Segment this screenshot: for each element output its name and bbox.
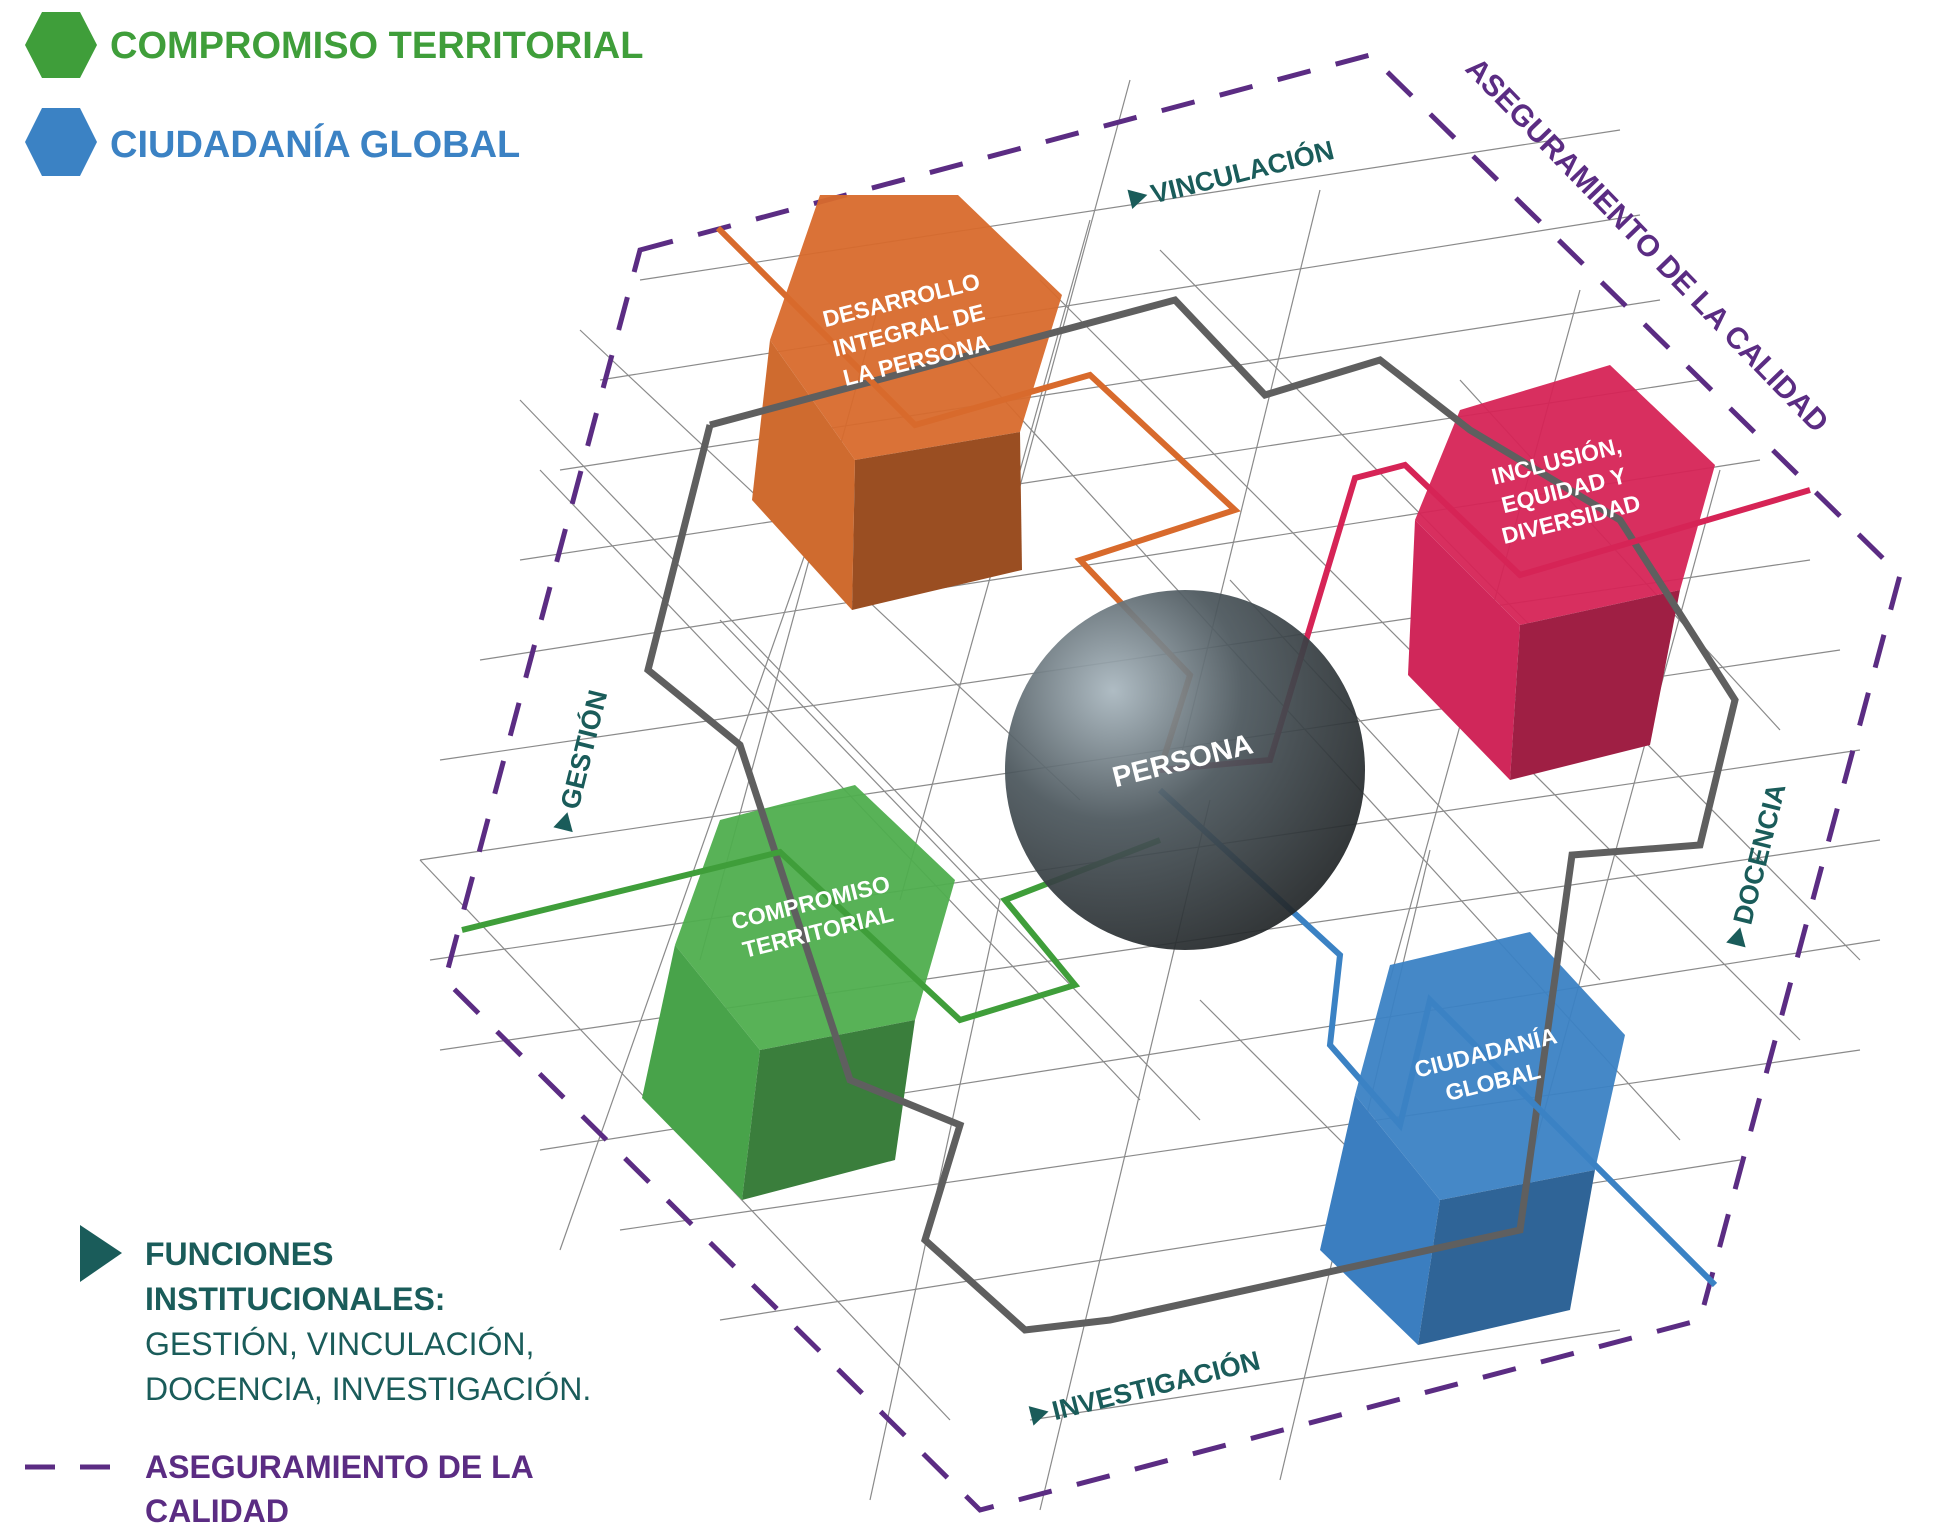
funciones-list-2: DOCENCIA, INVESTIGACIÓN.	[145, 1371, 591, 1407]
gestion-function: GESTIÓN	[553, 687, 613, 833]
block-desarrollo	[752, 195, 1062, 610]
block-ciudadania	[1320, 932, 1625, 1345]
funciones-list-1: GESTIÓN, VINCULACIÓN,	[145, 1326, 534, 1362]
block-compromiso	[642, 785, 955, 1200]
funciones-arrow-icon	[80, 1225, 122, 1282]
gestion-arrow-icon	[553, 812, 573, 833]
ciudadania-hexagon-icon	[25, 108, 97, 176]
investigacion-function: INVESTIGACIÓN	[1028, 1344, 1263, 1426]
docencia-arrow-icon	[1726, 927, 1746, 948]
legend-compromiso: COMPROMISO TERRITORIAL	[110, 25, 643, 67]
docencia-function: DOCENCIA	[1726, 780, 1792, 948]
gray-route	[644, 296, 1739, 1334]
blue-route	[1157, 787, 1718, 1288]
calidad-legend-2: CALIDAD	[145, 1493, 289, 1529]
vinculacion-label: VINCULACIÓN	[1148, 134, 1337, 209]
compromiso-hexagon-icon	[25, 12, 97, 78]
green-route	[461, 837, 1162, 1024]
calidad-legend-1: ASEGURAMIENTO DE LA	[145, 1449, 534, 1485]
legend-ciudadania: CIUDADANÍA GLOBAL	[110, 122, 520, 166]
investigacion-label: INVESTIGACIÓN	[1049, 1344, 1263, 1426]
investigacion-arrow-icon	[1028, 1406, 1049, 1426]
vinculacion-function: VINCULACIÓN	[1127, 134, 1337, 209]
funciones-title-1: FUNCIONES	[145, 1236, 333, 1272]
persona-sphere	[1005, 590, 1365, 950]
gestion-label: GESTIÓN	[554, 687, 613, 812]
vinculacion-arrow-icon	[1127, 189, 1148, 209]
quality-rotated-label: ASEGURAMIENTO DE LA CALIDAD	[1459, 52, 1835, 439]
funciones-title-2: INSTITUCIONALES:	[145, 1281, 445, 1317]
block-inclusion	[1408, 365, 1715, 780]
